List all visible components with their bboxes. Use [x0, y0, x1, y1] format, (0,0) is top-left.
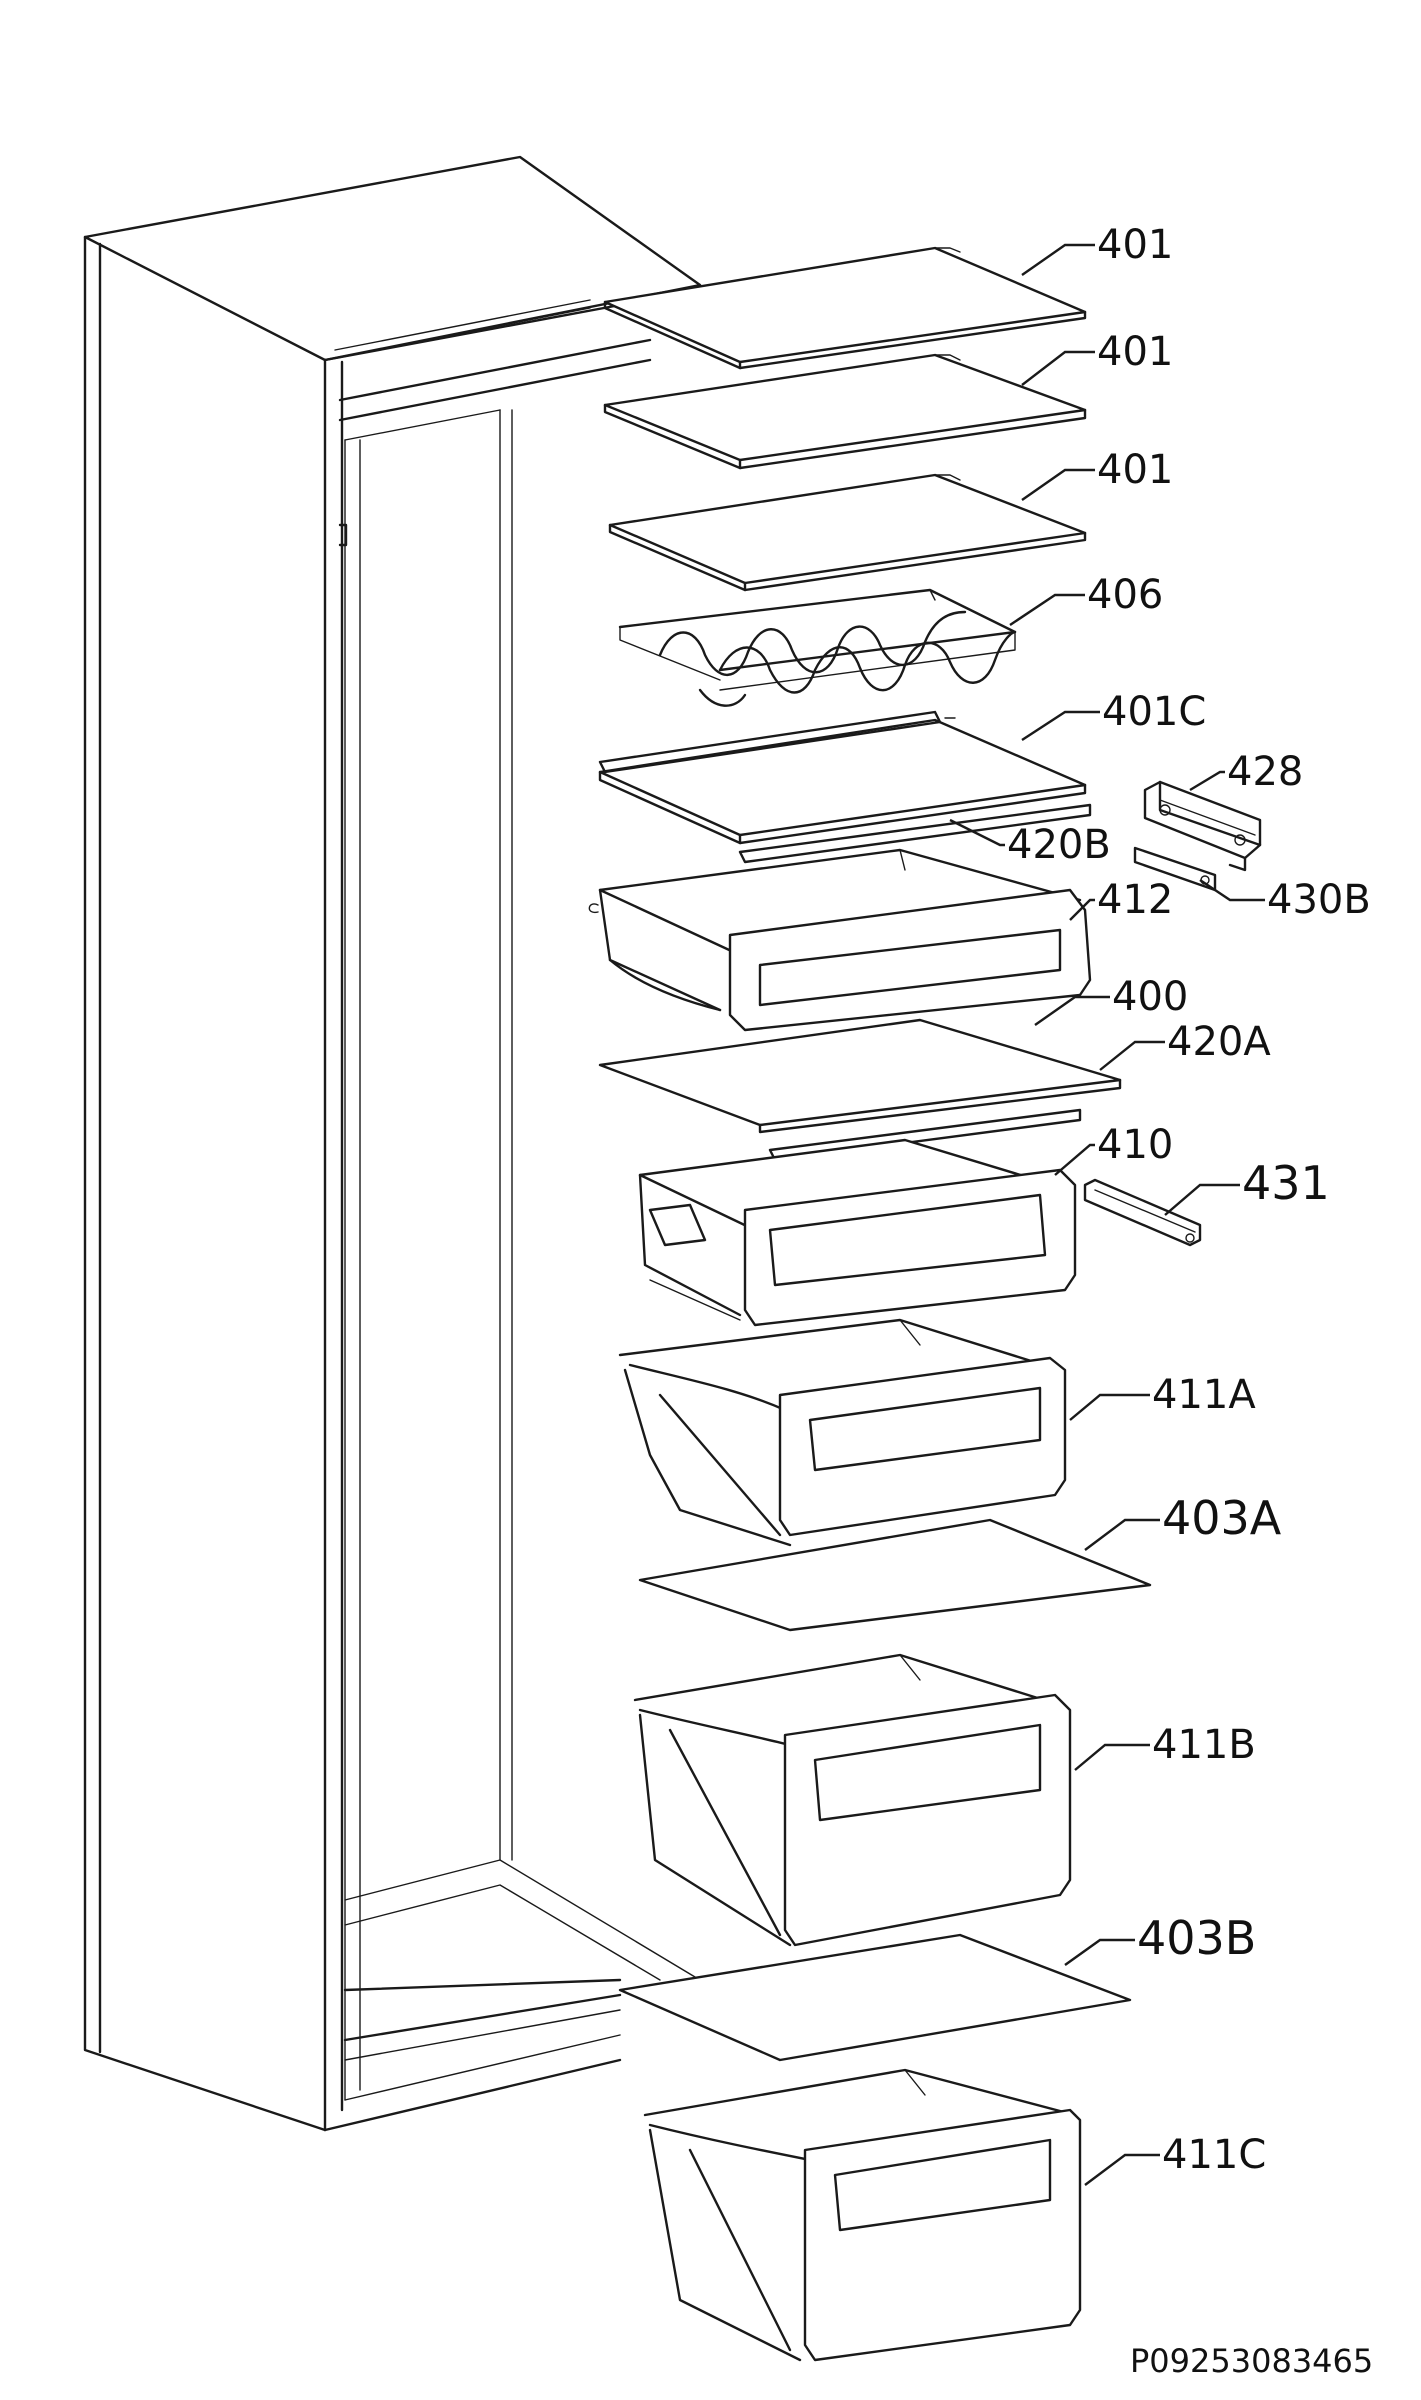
- label-drawer-top: 412: [1097, 877, 1174, 923]
- rail-drawing: [1083, 1178, 1202, 1247]
- label-cover-b: 403B: [1137, 1911, 1257, 1965]
- label-cover-a: 403A: [1162, 1491, 1282, 1545]
- bottle-rack-drawing: [618, 588, 1017, 707]
- label-shelf-1: 401: [1097, 222, 1174, 268]
- label-shelf-glass: 400: [1112, 974, 1189, 1020]
- label-rail: 431: [1242, 1156, 1330, 1210]
- shelf-3-drawing: [608, 473, 1087, 592]
- drawer-c-drawing: [643, 2068, 1082, 2362]
- cover-a-drawing: [638, 1518, 1152, 1632]
- shelf-1-drawing: [603, 246, 1087, 370]
- label-drawer-a: 411A: [1152, 1372, 1256, 1418]
- cabinet: [83, 155, 702, 2132]
- label-bottle-rack: 406: [1087, 572, 1164, 618]
- label-shelf-4: 401C: [1102, 689, 1207, 735]
- shelf-2-drawing: [603, 353, 1087, 470]
- label-drawer-2: 410: [1097, 1122, 1174, 1168]
- drawer-top-drawing: [588, 848, 1092, 1032]
- bracket-drawing: [1143, 780, 1262, 872]
- drawer-b-drawing: [633, 1653, 1072, 1947]
- cover-b-drawing: [618, 1933, 1132, 2062]
- label-shelf-3: 401: [1097, 447, 1174, 493]
- label-shelf-2: 401: [1097, 329, 1174, 375]
- label-trim-a: 420A: [1167, 1019, 1271, 1065]
- leader-lines: [949, 243, 1265, 2186]
- label-bracket: 428: [1227, 749, 1304, 795]
- shelf-glass-drawing: [598, 1018, 1122, 1134]
- label-drawer-c: 411C: [1162, 2132, 1267, 2178]
- drawer-a-drawing: [618, 1318, 1067, 1547]
- label-rail-b: 430B: [1267, 877, 1371, 923]
- shelf-4-drawing: [598, 710, 1087, 845]
- label-trim-b: 420B: [1007, 822, 1111, 868]
- label-drawer-b: 411B: [1152, 1722, 1256, 1768]
- drawer-2-drawing: [638, 1138, 1077, 1327]
- drawing-code: P09253083465: [1130, 2342, 1374, 2380]
- trim-b-drawing: [738, 803, 1092, 864]
